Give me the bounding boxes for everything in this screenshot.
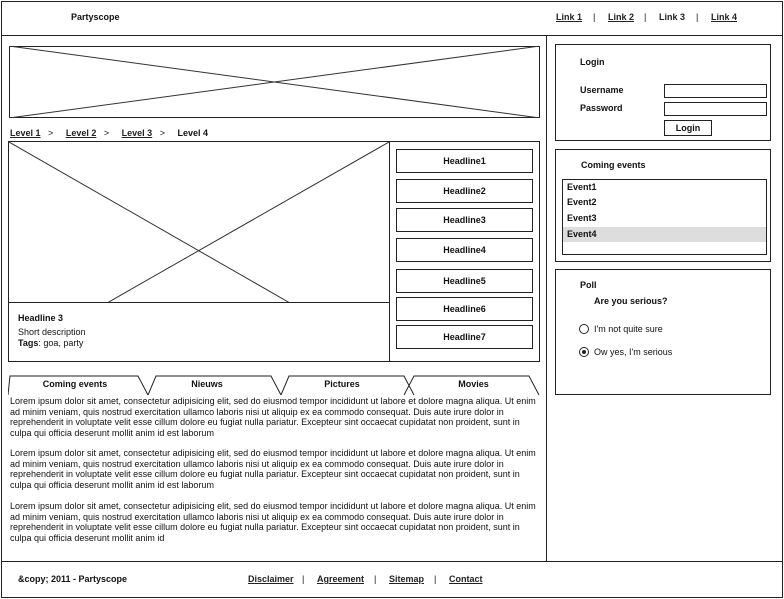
poll-title: Poll bbox=[580, 280, 597, 290]
nav-link-2[interactable]: Link 2 bbox=[608, 12, 635, 22]
breadcrumb-level-2[interactable]: Level 2 bbox=[65, 128, 97, 138]
nav-link-1[interactable]: Link 1 bbox=[556, 12, 583, 22]
tab-pictures[interactable]: Pictures bbox=[324, 379, 360, 389]
tags-label: Tags bbox=[18, 338, 39, 348]
featured-tags: Tags: goa, party bbox=[18, 338, 83, 348]
tab-coming-events[interactable]: Coming events bbox=[42, 379, 108, 389]
radio-dot-icon bbox=[582, 350, 586, 354]
breadcrumb-separator: > bbox=[98, 128, 120, 138]
event-item-3[interactable]: Event3 bbox=[567, 213, 597, 223]
nav-link-4[interactable]: Link 4 bbox=[711, 12, 738, 22]
nav-separator: | bbox=[593, 12, 596, 22]
tab-paragraph-2: Lorem ipsum dolor sit amet, consectetur … bbox=[10, 448, 536, 490]
username-input[interactable] bbox=[664, 84, 767, 98]
poll-question: Are you serious? bbox=[594, 296, 668, 306]
poll-panel bbox=[555, 269, 771, 395]
poll-radio-1[interactable] bbox=[579, 324, 589, 334]
footer-separator: | bbox=[434, 574, 437, 584]
coming-events-panel bbox=[555, 149, 771, 262]
login-button[interactable]: Login bbox=[664, 120, 712, 136]
headline-button-7[interactable]: Headline7 bbox=[396, 325, 533, 349]
password-input[interactable] bbox=[664, 102, 767, 116]
featured-image-placeholder[interactable] bbox=[9, 142, 389, 303]
featured-description: Short description bbox=[18, 327, 86, 337]
footer-divider bbox=[1, 561, 783, 562]
headline-button-4[interactable]: Headline4 bbox=[396, 238, 533, 262]
breadcrumb: Level 1 > Level 2 > Level 3 > Level 4 bbox=[10, 128, 208, 138]
tab-paragraph-3: Lorem ipsum dolor sit amet, consectetur … bbox=[10, 501, 536, 543]
breadcrumb-separator: > bbox=[154, 128, 175, 138]
password-label: Password bbox=[580, 103, 623, 113]
tab-paragraph-1: Lorem ipsum dolor sit amet, consectetur … bbox=[10, 396, 536, 438]
event-item-2[interactable]: Event2 bbox=[567, 197, 597, 207]
breadcrumb-separator: > bbox=[43, 128, 64, 138]
footer-link-disclaimer[interactable]: Disclaimer bbox=[248, 574, 294, 584]
coming-events-title: Coming events bbox=[581, 160, 646, 170]
poll-option-2-label[interactable]: Ow yes, I'm serious bbox=[594, 347, 673, 357]
footer-link-sitemap[interactable]: Sitemap bbox=[389, 574, 425, 584]
login-panel bbox=[555, 44, 771, 141]
headline-button-6[interactable]: Headline6 bbox=[396, 297, 533, 321]
tab-movies[interactable]: Movies bbox=[458, 379, 489, 389]
headline-button-2[interactable]: Headline2 bbox=[396, 179, 533, 203]
nav-separator: | bbox=[696, 12, 699, 22]
tab-strip bbox=[8, 375, 540, 396]
featured-block bbox=[8, 141, 540, 362]
headline-button-3[interactable]: Headline3 bbox=[396, 208, 533, 232]
footer-link-contact[interactable]: Contact bbox=[449, 574, 483, 584]
footer-copyright: &copy; 2011 - Partyscope bbox=[18, 574, 128, 584]
event-item-1[interactable]: Event1 bbox=[567, 182, 597, 192]
nav-link-3[interactable]: Link 3 bbox=[659, 12, 686, 22]
login-title: Login bbox=[580, 57, 605, 67]
nav-separator: | bbox=[644, 12, 647, 22]
featured-headline[interactable]: Headline 3 bbox=[18, 313, 64, 323]
footer-link-agreement[interactable]: Agreement bbox=[317, 574, 365, 584]
site-logo[interactable]: Partyscope bbox=[71, 12, 120, 22]
banner-image-placeholder bbox=[9, 46, 540, 118]
headline-button-1[interactable]: Headline1 bbox=[396, 149, 533, 173]
tags-value: : goa, party bbox=[38, 338, 84, 348]
breadcrumb-level-1[interactable]: Level 1 bbox=[10, 128, 41, 138]
breadcrumb-level-4: Level 4 bbox=[177, 128, 209, 138]
headline-button-5[interactable]: Headline5 bbox=[396, 269, 533, 293]
tab-nieuws[interactable]: Nieuws bbox=[191, 379, 223, 389]
header bbox=[1, 1, 783, 36]
poll-option-1-label[interactable]: I'm not quite sure bbox=[594, 324, 663, 334]
events-listbox[interactable] bbox=[562, 179, 767, 255]
breadcrumb-level-3[interactable]: Level 3 bbox=[121, 128, 153, 138]
footer-separator: | bbox=[374, 574, 377, 584]
featured-caption-divider bbox=[9, 302, 389, 303]
footer-separator: | bbox=[302, 574, 305, 584]
event-item-4-selected[interactable]: Event4 bbox=[563, 227, 766, 242]
poll-radio-2-selected[interactable] bbox=[579, 347, 589, 357]
featured-divider bbox=[389, 141, 390, 362]
username-label: Username bbox=[580, 85, 624, 95]
sidebar-divider bbox=[546, 36, 547, 561]
